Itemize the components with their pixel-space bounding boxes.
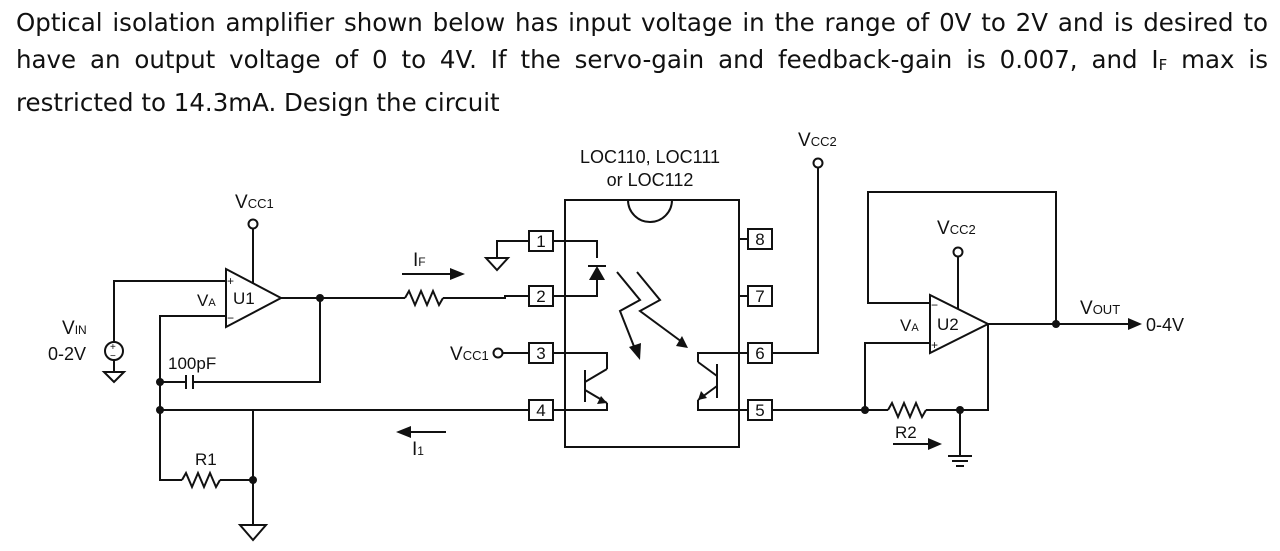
vout-label: VOUT — [1080, 298, 1120, 319]
vcc1-main-u1: V — [235, 192, 248, 213]
if-arrow-icon — [450, 268, 465, 280]
if-sub: F — [418, 255, 425, 269]
chip-pins-right: 8 7 6 5 — [739, 228, 773, 421]
vcc2-main-u2: V — [937, 218, 950, 239]
u1-va-label: VA — [197, 291, 216, 310]
vcc1-sub-u1: CC1 — [248, 196, 274, 211]
resistor-r1 — [181, 470, 221, 490]
vcc1-sub-pin3: CC1 — [463, 348, 489, 363]
u1-minus-sign: − — [227, 311, 234, 325]
vcc2-label-top: VCC2 — [798, 130, 837, 151]
vcc1-main-pin3: V — [450, 344, 463, 365]
phototransistor-left-icon — [565, 352, 608, 411]
phototransistor-right-icon — [697, 352, 739, 411]
vout-range: 0-4V — [1146, 315, 1184, 335]
vout-main: V — [1080, 298, 1093, 319]
vin-main: V — [62, 318, 75, 339]
r2-label: R2 — [895, 423, 917, 442]
capacitor-label: 100pF — [168, 354, 216, 373]
i1-main: I — [412, 439, 417, 460]
vin-range: 0-2V — [48, 344, 86, 364]
pin-3-label: 3 — [536, 344, 545, 363]
i1-arrow-icon — [396, 426, 411, 438]
vcc1-terminal-u1 — [247, 218, 259, 230]
vcc2-label-u2: VCC2 — [937, 218, 976, 239]
pin-4-label: 4 — [536, 401, 545, 420]
chip-notch — [627, 199, 673, 223]
led-diode-icon — [565, 240, 606, 297]
pin-7-label: 7 — [755, 287, 764, 306]
resistor-if — [404, 288, 444, 308]
u2-plus-sign: + — [931, 338, 938, 352]
u2-va-main: V — [900, 316, 912, 335]
vin-source-minus: − — [110, 351, 116, 362]
r2-arrow-icon — [928, 438, 942, 450]
question-part1: Optical isolation amplifier shown below … — [16, 8, 1268, 74]
vout-arrow-icon — [1128, 318, 1142, 330]
question-part2: max is restricted to 14.3mA. Design the … — [16, 45, 1268, 117]
vin-source-plus: + — [110, 342, 116, 353]
u1-output-junction-dot — [316, 294, 324, 302]
chip-label-line2: or LOC112 — [607, 170, 694, 190]
vin-label: VIN — [62, 318, 87, 339]
pin-8-label: 8 — [755, 230, 764, 249]
vcc2-terminal-top — [812, 157, 824, 169]
optocoupler-chip-body — [564, 199, 740, 448]
vout-junction-dot — [1052, 320, 1060, 328]
u1-label: U1 — [233, 289, 255, 308]
u1-va-main: V — [197, 291, 209, 310]
vcc1-terminal-pin3 — [492, 347, 504, 359]
pin-1-label: 1 — [536, 232, 545, 251]
chip-pins-left: 1 2 3 4 — [528, 230, 565, 421]
u2-va-label: VA — [900, 316, 919, 335]
cap-junction-dot — [156, 378, 164, 386]
ground-bottom-icon — [237, 524, 269, 542]
vcc2-terminal-u2 — [952, 246, 964, 258]
u2-minus-sign: − — [931, 298, 938, 312]
i1-sub: 1 — [417, 444, 424, 458]
vout-sub: OUT — [1093, 302, 1121, 317]
chip-label-line1: LOC110, LOC111 — [580, 147, 720, 167]
if-main: I — [413, 250, 418, 271]
i1-label: I1 — [412, 439, 424, 460]
pin4-left-junction-dot — [156, 406, 164, 414]
u1-va-sub: A — [208, 297, 216, 309]
pin-2-label: 2 — [536, 287, 545, 306]
pin5-junction-dot — [861, 406, 869, 414]
vin-ground-icon — [101, 371, 127, 384]
vcc1-label-pin3: VCC1 — [450, 344, 489, 365]
u1-plus-sign: + — [227, 274, 234, 288]
r1-junction-dot — [249, 476, 257, 484]
r1-label: R1 — [195, 450, 217, 469]
pin-5-label: 5 — [755, 401, 764, 420]
question-if-subscript: F — [1158, 56, 1168, 74]
vcc2-sub-top: CC2 — [811, 134, 837, 149]
if-label: IF — [413, 250, 426, 271]
vin-sub: IN — [75, 323, 87, 337]
opamp-u2 — [929, 293, 991, 355]
r2-ground-icon — [948, 455, 972, 467]
u2-label: U2 — [937, 315, 959, 334]
pin1-ground-icon — [483, 257, 511, 272]
question-text: Optical isolation amplifier shown below … — [16, 4, 1268, 121]
u2-va-sub: A — [911, 322, 919, 334]
vcc2-sub-u2: CC2 — [950, 222, 976, 237]
pin-6-label: 6 — [755, 344, 764, 363]
resistor-r2 — [887, 400, 927, 420]
vcc2-main-top: V — [798, 130, 811, 151]
vcc1-label-u1: VCC1 — [235, 192, 274, 213]
light-emission-arrows-icon — [616, 271, 688, 360]
